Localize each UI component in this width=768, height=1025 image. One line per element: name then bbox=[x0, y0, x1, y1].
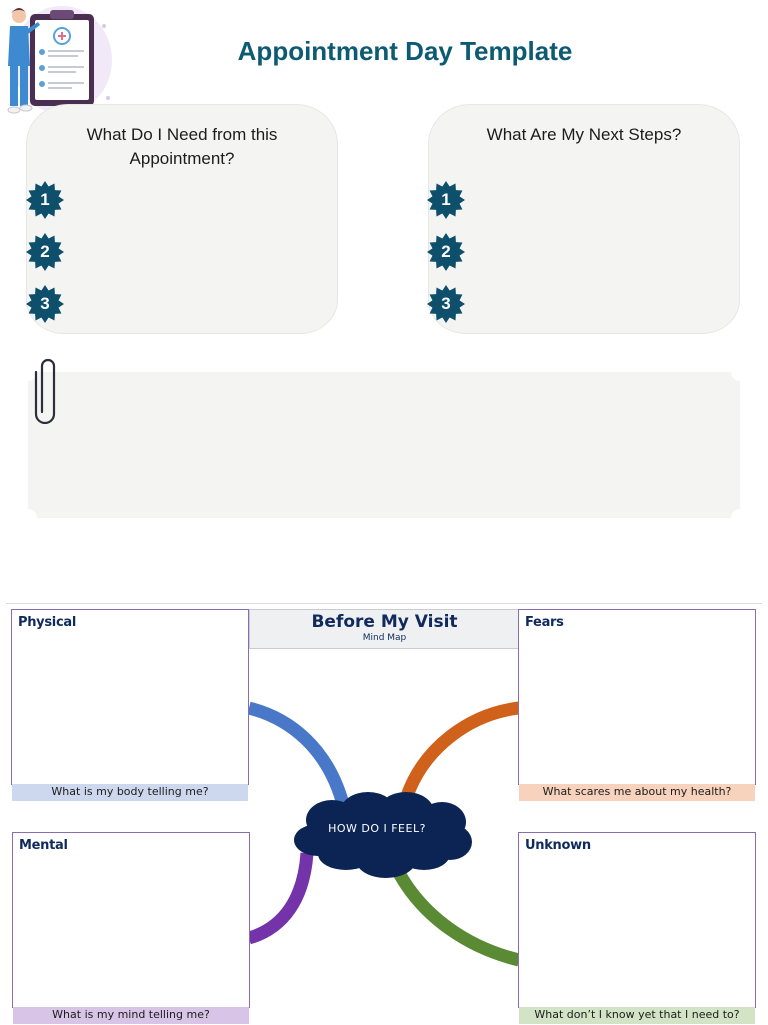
mental-label: Mental bbox=[19, 838, 68, 853]
unknown-box[interactable]: Unknown bbox=[518, 832, 756, 1008]
badge-number: 1 bbox=[40, 190, 50, 209]
starburst-badge-icon: 3 bbox=[427, 285, 465, 323]
notes-corner-notch bbox=[19, 509, 37, 527]
needs-board: What Do I Need from this Appointment? bbox=[26, 104, 338, 334]
notes-corner-notch bbox=[731, 509, 749, 527]
notes-area[interactable] bbox=[28, 372, 740, 518]
starburst-badge-icon: 1 bbox=[26, 181, 64, 219]
mind-map-title-box: Before My Visit Mind Map bbox=[249, 609, 520, 649]
unknown-caption: What don’t I know yet that I need to? bbox=[519, 1007, 755, 1024]
branch-physical bbox=[249, 701, 351, 810]
starburst-badge-icon: 3 bbox=[26, 285, 64, 323]
fears-caption: What scares me about my health? bbox=[519, 784, 755, 801]
physical-label: Physical bbox=[18, 615, 76, 630]
notes-corner-notch bbox=[731, 363, 749, 381]
badge-number: 2 bbox=[40, 242, 50, 261]
notes-corner-notch bbox=[19, 363, 37, 381]
mental-caption: What is my mind telling me? bbox=[13, 1007, 249, 1024]
next-steps-board: What Are My Next Steps? bbox=[428, 104, 740, 334]
fears-box[interactable]: Fears bbox=[518, 609, 756, 785]
badge-number: 3 bbox=[40, 294, 50, 313]
unknown-label: Unknown bbox=[525, 838, 591, 853]
badge-number: 3 bbox=[441, 294, 451, 313]
mind-map-subtitle: Mind Map bbox=[362, 633, 407, 643]
branch-fears bbox=[400, 701, 519, 799]
mind-map-branches bbox=[249, 701, 519, 967]
physical-caption: What is my body telling me? bbox=[12, 784, 248, 801]
starburst-badge-icon: 1 bbox=[427, 181, 465, 219]
starburst-badge-icon: 2 bbox=[26, 233, 64, 271]
cloud-shape bbox=[294, 792, 472, 878]
cloud-center-label: HOW DO I FEEL? bbox=[328, 822, 426, 835]
mind-map-title: Before My Visit bbox=[311, 612, 458, 632]
paperclip-icon bbox=[34, 358, 56, 424]
mental-box[interactable]: Mental bbox=[12, 832, 250, 1008]
starburst-badge-icon: 2 bbox=[427, 233, 465, 271]
branch-unknown bbox=[393, 869, 519, 967]
needs-board-heading: What Do I Need from this Appointment? bbox=[86, 125, 278, 168]
page-title: Appointment Day Template bbox=[237, 36, 573, 66]
nurse-clipboard-illustration bbox=[7, 6, 112, 114]
next-steps-board-heading: What Are My Next Steps? bbox=[486, 125, 682, 144]
physical-box[interactable]: Physical bbox=[11, 609, 249, 785]
branch-mental bbox=[249, 852, 314, 945]
fears-label: Fears bbox=[525, 615, 564, 630]
badge-number: 1 bbox=[441, 190, 451, 209]
badge-number: 2 bbox=[441, 242, 451, 261]
